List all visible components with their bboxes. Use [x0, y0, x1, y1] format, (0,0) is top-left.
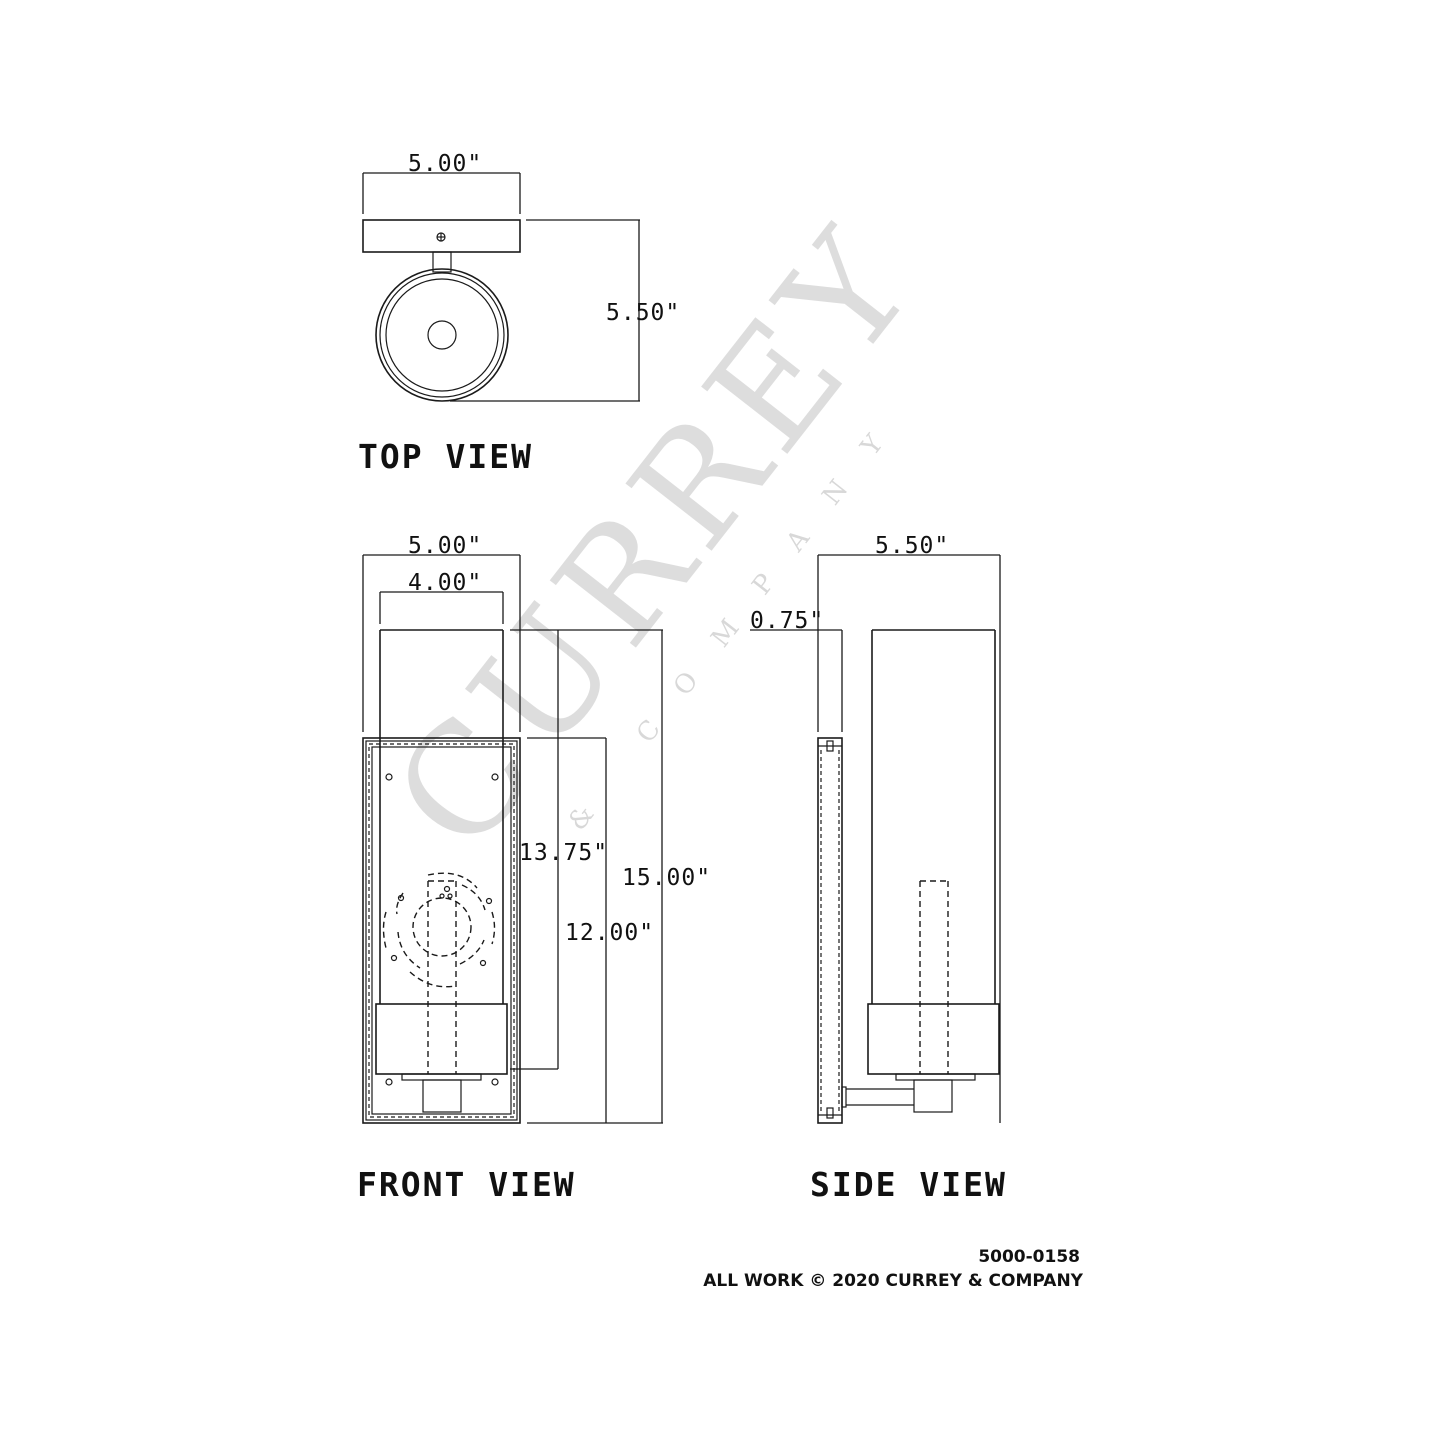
- junction-box-bracket: [382, 872, 496, 988]
- top-view-width-label: 5.00": [408, 151, 482, 177]
- side-view-depth-label: 5.50": [875, 533, 949, 559]
- side-view-backplate-depth-dimension: 0.75": [750, 608, 843, 732]
- side-view-label: SIDE VIEW: [810, 1165, 1007, 1204]
- side-view-backplate: [817, 737, 843, 1124]
- side-view-arm: [841, 1086, 914, 1108]
- side-view-shade: [867, 629, 1000, 1113]
- top-view-shade: [375, 268, 509, 402]
- top-view-depth-dimension: 5.50": [450, 219, 680, 402]
- front-view-backplate: [362, 737, 521, 1124]
- front-view-shade-width-label: 4.00": [408, 570, 482, 596]
- front-view-shade-height-dimension: 12.00": [510, 630, 654, 1070]
- top-view-width-dimension: 5.00": [362, 151, 521, 214]
- screw-icon: [436, 232, 446, 242]
- screw-icon: [826, 1107, 834, 1119]
- front-view-backplate-height-label: 13.75": [519, 840, 608, 866]
- front-view: 5.00" 4.00": [357, 533, 711, 1204]
- front-view-overall-width-label: 5.00": [408, 533, 482, 559]
- front-view-backplate-height-dimension: 13.75": [519, 737, 608, 1123]
- top-view-label: TOP VIEW: [358, 437, 533, 476]
- front-view-overall-height-dimension: 15.00": [510, 629, 711, 1124]
- part-number: 5000-0158: [978, 1247, 1080, 1267]
- front-view-label: FRONT VIEW: [357, 1165, 576, 1204]
- front-view-shade-width-dimension: 4.00": [379, 570, 504, 624]
- front-view-overall-height-label: 15.00": [622, 865, 711, 891]
- front-view-width-dimension: 5.00": [362, 533, 521, 732]
- front-view-shade: [375, 629, 508, 1113]
- top-view-arm: [432, 251, 452, 273]
- side-view-backplate-depth-label: 0.75": [750, 608, 824, 634]
- screw-icon: [826, 740, 834, 752]
- side-view: 5.50" 0.75": [750, 533, 1007, 1204]
- mounting-hole-icon: [491, 1078, 499, 1086]
- front-view-shade-height-label: 12.00": [565, 920, 654, 946]
- side-view-depth-dimension: 5.50": [817, 533, 1001, 1123]
- title-block: 5000-0158 ALL WORK © 2020 CURREY & COMPA…: [703, 1247, 1083, 1291]
- front-view-candle: [427, 880, 457, 1074]
- side-view-candle: [919, 880, 949, 1074]
- mounting-hole-icon: [491, 773, 499, 781]
- mounting-hole-icon: [385, 1078, 393, 1086]
- top-view-depth-label: 5.50": [606, 300, 680, 326]
- copyright: ALL WORK © 2020 CURREY & COMPANY: [703, 1271, 1083, 1291]
- top-view: 5.00" 5.50" TOP VIEW: [358, 151, 680, 476]
- mounting-hole-icon: [385, 773, 393, 781]
